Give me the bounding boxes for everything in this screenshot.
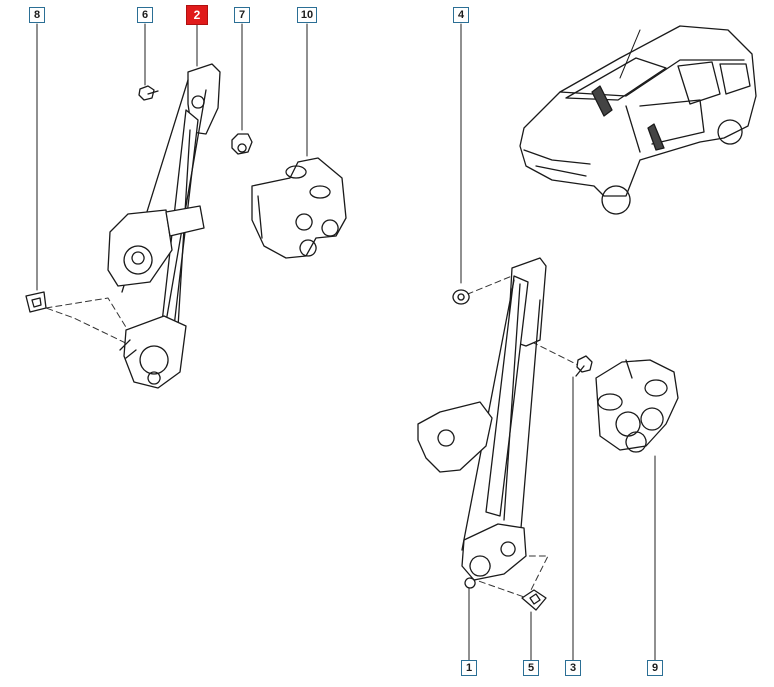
washer-icon [452,289,470,305]
rubber-boot-icon [251,157,347,259]
leader-lines [36,23,656,661]
car-location-icon [519,25,757,215]
callout-part-6[interactable]: 6 [137,7,153,23]
callout-part-5[interactable]: 5 [523,660,539,676]
callout-part-4[interactable]: 4 [453,7,469,23]
callout-part-9[interactable]: 9 [647,660,663,676]
bolt-icon [138,85,159,101]
rubber-boot-icon [595,359,679,453]
callout-part-1[interactable]: 1 [461,660,477,676]
callout-part-10[interactable]: 10 [297,7,317,23]
nut-icon [231,133,253,155]
clip-icon [521,589,547,611]
bolt-icon [575,355,593,377]
callout-part-2-active[interactable]: 2 [186,5,208,25]
callout-part-3[interactable]: 3 [565,660,581,676]
callout-part-8[interactable]: 8 [29,7,45,23]
front-window-regulator-drawing [107,63,221,389]
callout-part-7[interactable]: 7 [234,7,250,23]
rear-window-regulator-drawing [417,257,547,589]
clip-icon [25,291,47,313]
